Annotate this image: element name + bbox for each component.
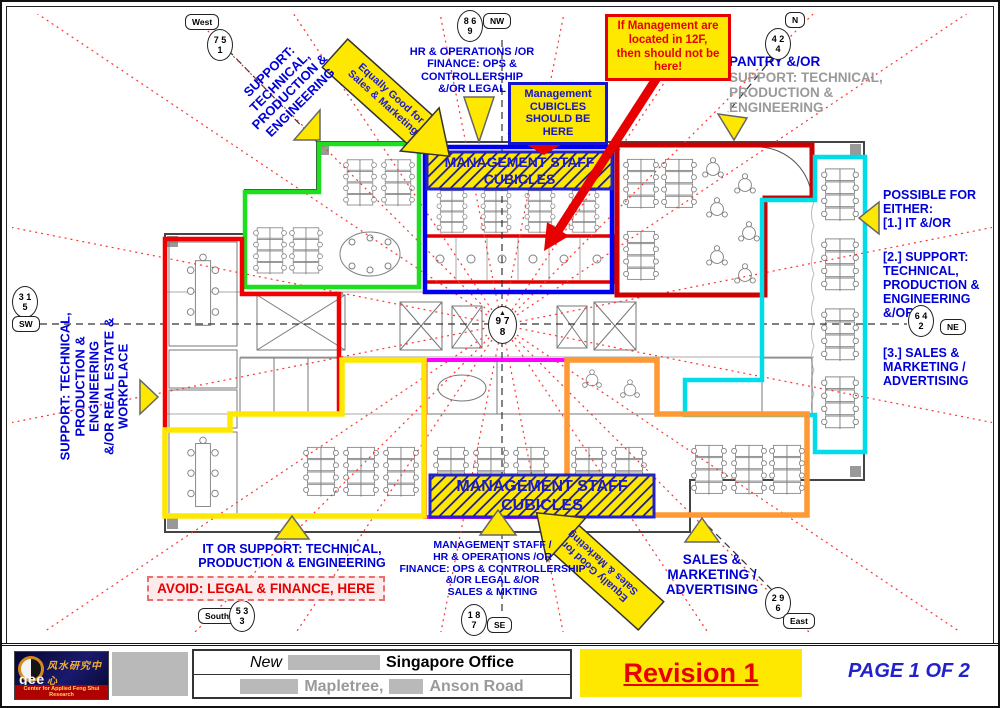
title-line-1: New Singapore Office — [194, 651, 570, 675]
facing-marker: ▲ — [499, 309, 506, 317]
yin-yang-icon — [18, 656, 44, 682]
note-pantry-support: SUPPORT: TECHNICAL, PRODUCTION & ENGINEE… — [729, 70, 883, 116]
note-sales-marketing: SALES & MARKETING / ADVERTISING — [665, 552, 759, 598]
drawing-title-block: New Singapore Office Mapletree, Anson Ro… — [192, 649, 572, 699]
redacted-name — [287, 655, 380, 670]
note-it-support: IT OR SUPPORT: TECHNICAL, PRODUCTION & E… — [198, 542, 386, 570]
redacted-unit — [389, 679, 424, 694]
pointer-pantry — [716, 113, 749, 142]
page-number: PAGE 1 OF 2 — [848, 660, 970, 682]
compass-box-se: SE — [487, 617, 513, 633]
note-support-left: SUPPORT: TECHNICAL, PRODUCTION & ENGINEE… — [57, 312, 131, 461]
redacted-block — [112, 652, 188, 696]
pointer-left — [139, 378, 160, 416]
compass-stars-center: ▲ 9 7 8 — [488, 306, 517, 344]
equally-good-arrow-bottom — [535, 511, 665, 632]
company-logo: 风水研究中心 gee mancy.net Center for Applied … — [14, 651, 109, 700]
title-bar: 风水研究中心 gee mancy.net Center for Applied … — [2, 643, 998, 706]
callout-avoid: AVOID: LEGAL & FINANCE, HERE — [147, 576, 385, 601]
title-address-a: Mapletree, — [304, 677, 384, 695]
compass-box-sw: SW — [12, 316, 40, 332]
redacted-number — [240, 679, 299, 694]
compass-box-east: East — [783, 613, 815, 629]
compass-box-n: N — [785, 12, 806, 28]
management-banners — [425, 150, 656, 519]
note-mgmt-staff-block: MANAGEMENT STAFF / HR & OPERATIONS /OR F… — [399, 539, 586, 598]
title-prefix: New — [249, 653, 282, 671]
note-hr-ops: HR & OPERATIONS /OR FINANCE: OPS & CONTR… — [409, 46, 535, 95]
pointer-hr-ops — [462, 96, 496, 145]
logo-chinese-text: 风水研究中心 — [47, 661, 102, 687]
note-possible-2: [2.] SUPPORT: TECHNICAL, PRODUCTION & EN… — [883, 250, 980, 320]
zone-blue-top — [422, 144, 615, 295]
pointer-bottom-center — [478, 508, 518, 536]
pointer-triangles — [139, 96, 880, 543]
note-possible-1: POSSIBLE FOR EITHER: [1.] IT &/OR — [883, 188, 977, 230]
compass-box-south: South — [198, 608, 237, 624]
callout-management-cubicles: Management CUBICLES SHOULD BE HERE — [508, 82, 608, 145]
pointer-bottom-right — [683, 516, 721, 543]
equally-good-arrow-top — [321, 37, 451, 158]
note-pantry: PANTRY &/OR — [729, 54, 821, 69]
zone-yellow — [162, 357, 427, 519]
compass-box-nw: NW — [483, 13, 512, 29]
callout-warning-12f: If Management are located in 12F, then s… — [605, 14, 731, 82]
warning-arrowhead — [544, 222, 569, 251]
banner-label-bottom: MANAGEMENT STAFF CUBICLES — [456, 478, 628, 515]
pointer-right — [857, 200, 880, 236]
compass-box-west: West — [185, 14, 220, 30]
title-main: Singapore Office — [385, 653, 515, 671]
title-address-b: Anson Road — [429, 677, 524, 695]
logo-tagline: Center for Applied Feng Shui Research — [15, 685, 108, 699]
pointer-top-left — [292, 107, 321, 141]
banner-label-top: MANAGEMENT STAFF CUBICLES — [444, 154, 595, 187]
title-line-2: Mapletree, Anson Road — [194, 675, 570, 698]
pointer-bottom-left — [273, 514, 311, 540]
compass-box-ne: NE — [940, 319, 966, 335]
note-possible-3: [3.] SALES & MARKETING / ADVERTISING — [883, 346, 969, 388]
revision-badge: Revision 1 — [580, 649, 802, 697]
desk-clusters — [186, 157, 860, 507]
